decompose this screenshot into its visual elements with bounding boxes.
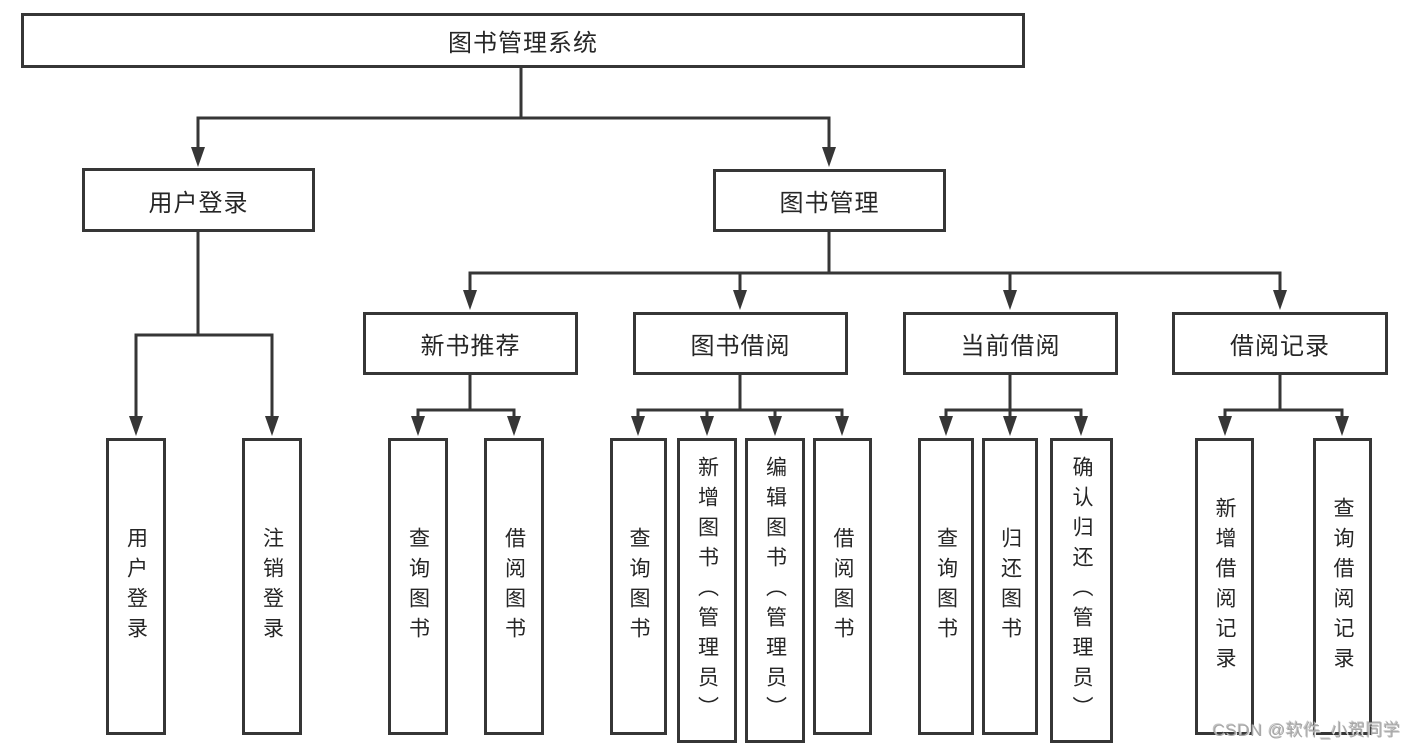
arrow-icon	[507, 416, 521, 436]
node-current-borrowing: 当前借阅	[903, 312, 1118, 375]
node-label: 借阅记录	[1230, 333, 1330, 360]
node-borrow-records: 借阅记录	[1172, 312, 1388, 375]
node-label: 查询图书	[934, 526, 958, 647]
arrow-icon	[1074, 416, 1088, 436]
arrow-icon	[631, 416, 645, 436]
node-book-borrowing: 图书借阅	[633, 312, 848, 375]
leaf-confirm-return-admin: 确认归还（管理员）	[1050, 438, 1113, 743]
node-label: 查询图书	[627, 526, 650, 647]
node-label: 新增借阅记录	[1213, 496, 1236, 677]
arrow-icon	[1335, 416, 1349, 436]
node-label: 注销登录	[260, 526, 284, 647]
node-label: 查询图书	[406, 526, 430, 647]
node-label: 图书管理系统	[448, 30, 598, 57]
arrow-icon	[265, 416, 279, 436]
arrow-icon	[129, 416, 143, 436]
arrow-icon	[733, 290, 747, 310]
arrow-icon	[1273, 290, 1287, 310]
leaf-edit-book-admin: 编辑图书（管理员）	[745, 438, 805, 743]
node-label: 用户登录	[148, 189, 249, 217]
tree-edges	[134, 66, 1344, 421]
arrow-icon	[1003, 290, 1017, 310]
node-label: 新书推荐	[420, 333, 521, 360]
leaf-user-login: 用户登录	[106, 438, 166, 735]
arrowheads	[129, 147, 1349, 436]
node-label: 当前借阅	[960, 333, 1061, 360]
arrow-icon	[939, 416, 953, 436]
leaf-query-books-current: 查询图书	[918, 438, 974, 735]
node-label: 借阅图书	[831, 526, 854, 647]
arrow-icon	[700, 416, 714, 436]
leaf-borrow-books: 借阅图书	[813, 438, 872, 735]
leaf-add-borrow-record: 新增借阅记录	[1195, 438, 1254, 735]
node-label: 查询借阅记录	[1331, 496, 1354, 677]
arrow-icon	[1003, 416, 1017, 436]
node-label: 新增图书（管理员）	[695, 455, 719, 726]
node-label: 用户登录	[124, 526, 148, 647]
arrow-icon	[191, 147, 205, 167]
arrow-icon	[822, 147, 836, 167]
node-label: 图书借阅	[690, 333, 791, 360]
node-label: 图书管理	[779, 190, 880, 217]
leaf-logout: 注销登录	[242, 438, 302, 735]
node-book-management: 图书管理	[713, 169, 946, 232]
node-new-book-recommend: 新书推荐	[363, 312, 578, 375]
watermark: CSDN @软件_小贺同学	[1212, 721, 1401, 740]
arrow-icon	[411, 416, 425, 436]
node-label: 归还图书	[998, 526, 1022, 647]
leaf-add-book-admin: 新增图书（管理员）	[677, 438, 737, 743]
leaf-borrow-books-recommend: 借阅图书	[484, 438, 544, 735]
arrow-icon	[835, 416, 849, 436]
node-label: 确认归还（管理员）	[1070, 455, 1093, 726]
leaf-return-book: 归还图书	[982, 438, 1038, 735]
leaf-query-books-borrowing: 查询图书	[610, 438, 667, 735]
leaf-query-borrow-record: 查询借阅记录	[1313, 438, 1372, 735]
arrow-icon	[768, 416, 782, 436]
node-label: 借阅图书	[502, 526, 526, 647]
arrow-icon	[463, 290, 477, 310]
node-library-management-system: 图书管理系统	[21, 13, 1025, 68]
node-label: 编辑图书（管理员）	[763, 455, 787, 726]
leaf-query-books-recommend: 查询图书	[388, 438, 448, 735]
arrow-icon	[1218, 416, 1232, 436]
node-user-login: 用户登录	[82, 168, 315, 232]
